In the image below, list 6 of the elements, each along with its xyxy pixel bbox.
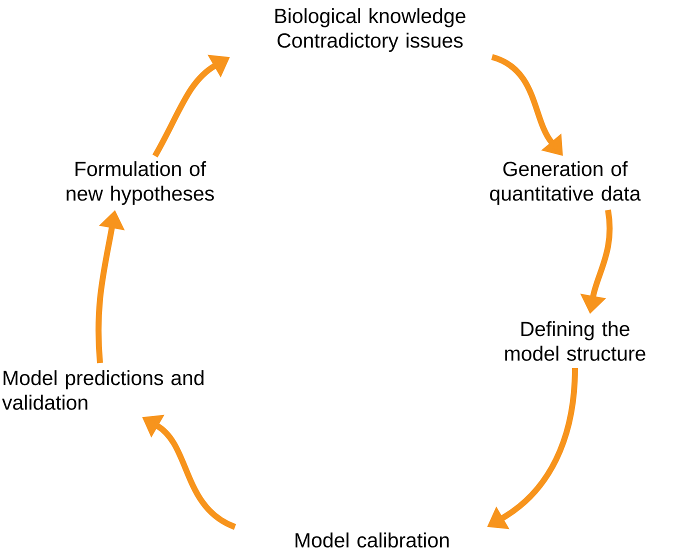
step-label: Defining the model structure (505, 321, 646, 361)
step-label: Model predictions and validation (2, 370, 204, 410)
step-label: Model calibration (296, 532, 449, 548)
step-label: Generation of quantitative data (490, 161, 641, 205)
step-label: Formulation of new hypotheses (66, 161, 214, 205)
step-label: Biological knowledge Contradictory issues (275, 8, 466, 52)
